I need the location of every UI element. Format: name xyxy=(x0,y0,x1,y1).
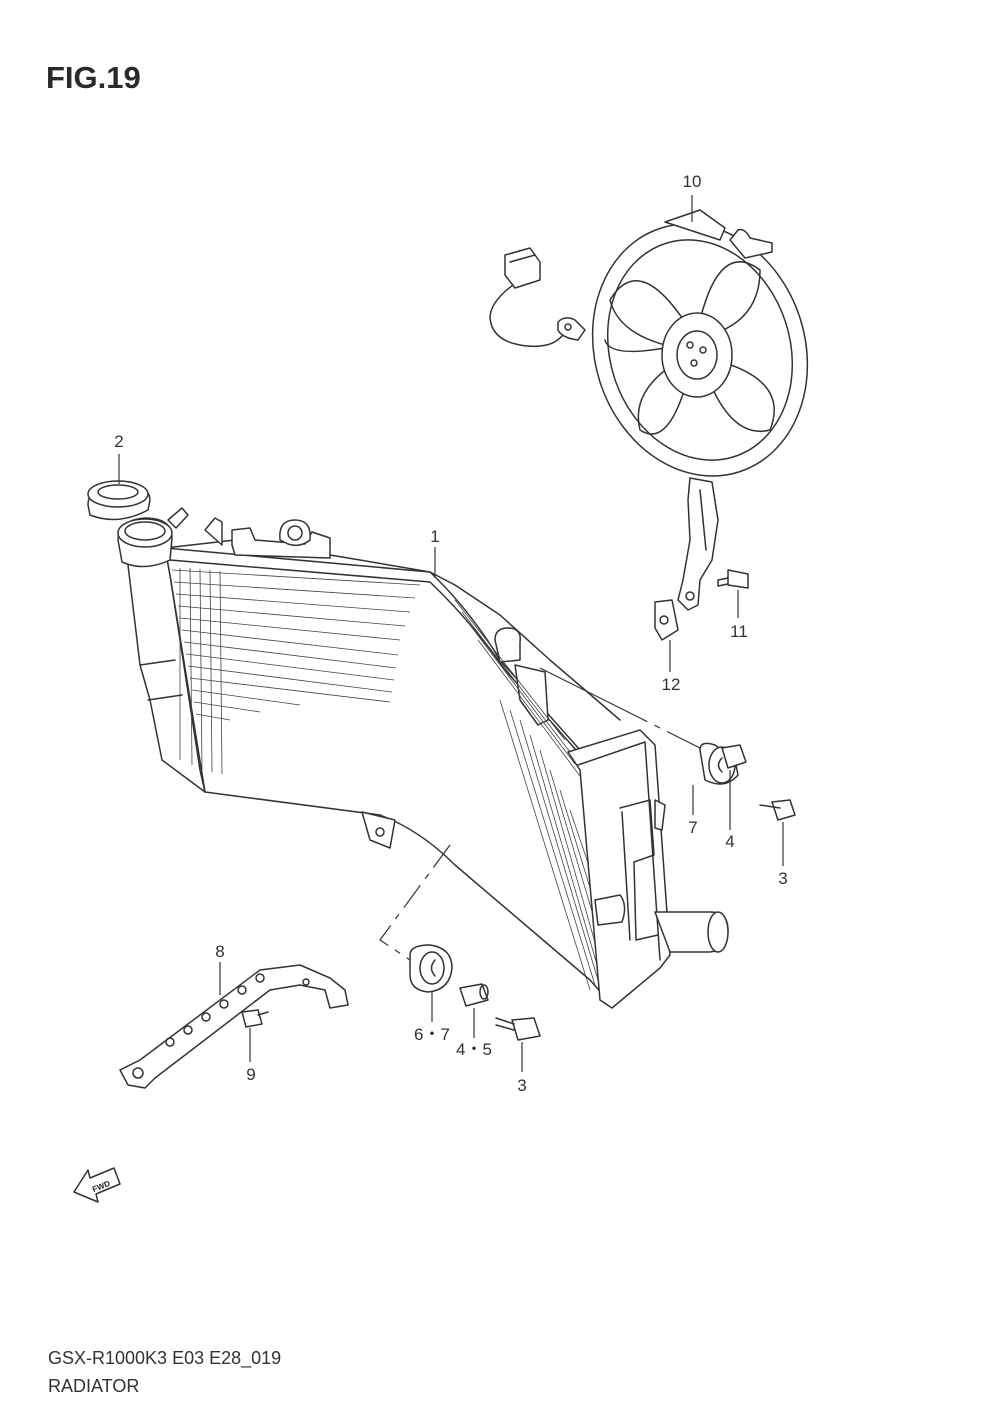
callout-11: 11 xyxy=(730,622,748,641)
callout-8: 8 xyxy=(215,942,224,961)
fan-bolt xyxy=(717,569,749,589)
filler-neck xyxy=(117,507,189,568)
upper-spacer xyxy=(721,744,747,769)
callout-2: 2 xyxy=(114,432,123,451)
callout-3-lower: 3 xyxy=(517,1076,526,1095)
callout-4-5: 4・5 xyxy=(456,1040,492,1059)
radiator-cap xyxy=(87,480,151,521)
lower-spacer xyxy=(459,983,489,1007)
lower-grommet xyxy=(409,944,453,993)
figure-title: FIG.19 xyxy=(46,60,141,95)
radiator-lower-bracket xyxy=(119,964,349,1089)
fwd-arrow-icon: FWD xyxy=(73,1167,121,1203)
section-name: RADIATOR xyxy=(48,1376,140,1396)
lower-bolt xyxy=(495,1017,541,1041)
clip-nut xyxy=(654,599,679,641)
cooling-fan xyxy=(489,209,809,611)
radiator-right-tank xyxy=(567,729,729,1009)
radiator-core xyxy=(127,517,621,1006)
callout-10: 10 xyxy=(683,172,702,191)
model-code: GSX-R1000K3 E03 E28_019 xyxy=(48,1348,282,1368)
callout-4-upper: 4 xyxy=(725,832,734,851)
callout-labels: 1 2 10 11 12 7 4 3 6・7 4・5 3 8 9 xyxy=(114,172,787,1095)
callout-9: 9 xyxy=(246,1065,255,1084)
radiator-fins xyxy=(171,567,605,991)
leader-lines xyxy=(118,195,784,1072)
callout-12: 12 xyxy=(662,675,681,694)
upper-bolt xyxy=(759,799,796,821)
callout-1: 1 xyxy=(430,527,439,546)
callout-7-upper: 7 xyxy=(688,818,697,837)
callout-3-upper: 3 xyxy=(778,869,787,888)
bracket-bolt xyxy=(241,1009,269,1028)
callout-6-7: 6・7 xyxy=(414,1025,450,1044)
